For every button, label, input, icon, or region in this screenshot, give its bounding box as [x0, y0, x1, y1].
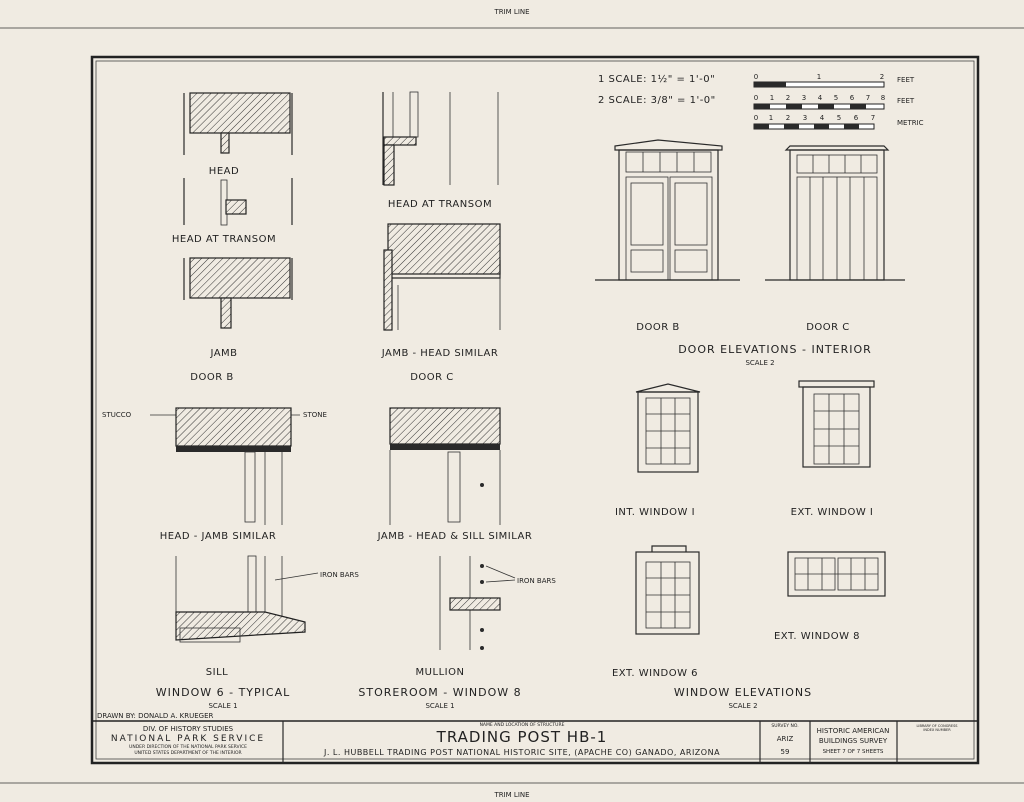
trim-line-label-top: TRIM LINE [493, 8, 529, 16]
name-location-label: NAME AND LOCATION OF STRUCTURE [480, 722, 565, 728]
ext-window-6-elevation [635, 545, 700, 635]
title-window-8: STOREROOM - WINDOW 8 [358, 686, 521, 699]
scale-bar-3-unit: METRIC [897, 119, 924, 127]
scale-bar-3-ticks: 0 1 2 3 4 5 6 7 [754, 114, 875, 122]
svg-text:0: 0 [754, 94, 758, 102]
label-iron-bars-1: IRON BARS [320, 571, 359, 579]
svg-text:7: 7 [871, 114, 875, 122]
label-jamb: JAMB [209, 348, 237, 359]
habs-line-2: BUILDINGS SURVEY [819, 737, 888, 745]
title-block: DIV. OF HISTORY STUDIES NATIONAL PARK SE… [91, 720, 979, 764]
label-sill: SILL [206, 667, 228, 678]
label-stucco: STUCCO [102, 411, 132, 419]
scale-1-note: 1 SCALE: 1½" = 1'-0" [598, 73, 715, 85]
sheet-number: SHEET 7 OF 7 SHEETS [823, 749, 884, 755]
svg-text:2: 2 [786, 114, 790, 122]
label-int-window-1: INT. WINDOW I [615, 507, 695, 518]
division-name: DIV. OF HISTORY STUDIES [143, 725, 234, 733]
label-door-b: DOOR B [190, 372, 233, 383]
survey-number: 59 [781, 748, 790, 756]
door-b-elevation [595, 139, 740, 281]
label-ext-window-8: EXT. WINDOW 8 [774, 631, 860, 642]
window-6-head-detail [150, 407, 306, 643]
label-ext-window-1: EXT. WINDOW I [791, 507, 874, 518]
svg-text:3: 3 [802, 94, 806, 102]
drawn-by: DRAWN BY: DONALD A. KRUEGER [97, 712, 214, 720]
svg-text:2: 2 [786, 94, 790, 102]
survey-label: SURVEY NO. [771, 723, 798, 729]
int-window-1-elevation [635, 383, 701, 473]
svg-text:6: 6 [850, 94, 855, 102]
title-door-elevations: DOOR ELEVATIONS - INTERIOR [678, 343, 872, 356]
svg-text:5: 5 [834, 94, 838, 102]
library-line-2: INDEX NUMBER [923, 728, 951, 732]
svg-text:4: 4 [820, 114, 825, 122]
scale-window-elevations: SCALE 2 [728, 702, 757, 710]
svg-text:5: 5 [837, 114, 841, 122]
agency-sub-2: UNITED STATES DEPARTMENT OF THE INTERIOR [134, 750, 241, 756]
label-mullion: MULLION [416, 667, 465, 678]
svg-text:1: 1 [770, 94, 774, 102]
svg-text:2: 2 [880, 73, 884, 81]
title-window-elevations: WINDOW ELEVATIONS [674, 686, 812, 699]
label-jamb-head-sill-similar: JAMB - HEAD & SILL SIMILAR [377, 531, 533, 542]
label-head: HEAD [209, 166, 239, 177]
survey-state: ARIZ [777, 735, 794, 743]
structure-location: J. L. HUBBELL TRADING POST NATIONAL HIST… [323, 748, 720, 757]
svg-text:1: 1 [769, 114, 773, 122]
svg-text:8: 8 [881, 94, 885, 102]
label-head-at-transom-c: HEAD AT TRANSOM [388, 199, 492, 210]
agency-sub-1: UNDER DIRECTION OF THE NATIONAL PARK SER… [129, 744, 247, 750]
window-8-mullion-detail [274, 407, 516, 650]
label-jamb-head-similar: JAMB - HEAD SIMILAR [381, 348, 499, 359]
scale-window-6: SCALE 1 [208, 702, 237, 710]
label-door-c-elevation: DOOR C [806, 322, 850, 333]
inner-border [95, 60, 975, 760]
agency-name: NATIONAL PARK SERVICE [111, 734, 265, 744]
svg-text:6: 6 [854, 114, 859, 122]
svg-text:7: 7 [866, 94, 870, 102]
door-c-head-detail [382, 91, 501, 331]
scale-bars [753, 81, 885, 130]
scale-window-8: SCALE 1 [425, 702, 454, 710]
label-door-c: DOOR C [410, 372, 454, 383]
label-head-at-transom-b: HEAD AT TRANSOM [172, 234, 276, 245]
label-iron-bars-2: IRON BARS [517, 577, 556, 585]
scale-bar-1-ticks: 0 1 2 [754, 73, 884, 81]
ext-window-8-elevation [787, 551, 886, 597]
scale-door-elevations: SCALE 2 [745, 359, 774, 367]
svg-text:1: 1 [817, 73, 821, 81]
svg-text:0: 0 [754, 114, 758, 122]
label-door-b-elevation: DOOR B [636, 322, 679, 333]
scale-bar-1-unit: FEET [897, 76, 915, 84]
door-c-elevation [765, 145, 905, 281]
habs-line-1: HISTORIC AMERICAN [817, 727, 890, 735]
trim-line-label-bottom: TRIM LINE [493, 791, 529, 799]
scale-bar-2-unit: FEET [897, 97, 915, 105]
door-b-head-detail [183, 92, 293, 329]
label-head-jamb-similar: HEAD - JAMB SIMILAR [160, 531, 277, 542]
scale-bar-2-ticks: 0 1 2 3 4 5 6 7 8 [754, 94, 885, 102]
svg-text:0: 0 [754, 73, 758, 81]
label-ext-window-6: EXT. WINDOW 6 [612, 668, 698, 679]
label-stone: STONE [303, 411, 327, 419]
svg-text:3: 3 [803, 114, 807, 122]
structure-name: TRADING POST HB-1 [436, 728, 608, 746]
svg-text:4: 4 [818, 94, 823, 102]
title-window-6: WINDOW 6 - TYPICAL [156, 686, 290, 699]
ext-window-1-elevation [798, 380, 875, 468]
scale-2-note: 2 SCALE: 3/8" = 1'-0" [598, 95, 716, 106]
library-line-1: LIBRARY OF CONGRESS [916, 724, 958, 728]
